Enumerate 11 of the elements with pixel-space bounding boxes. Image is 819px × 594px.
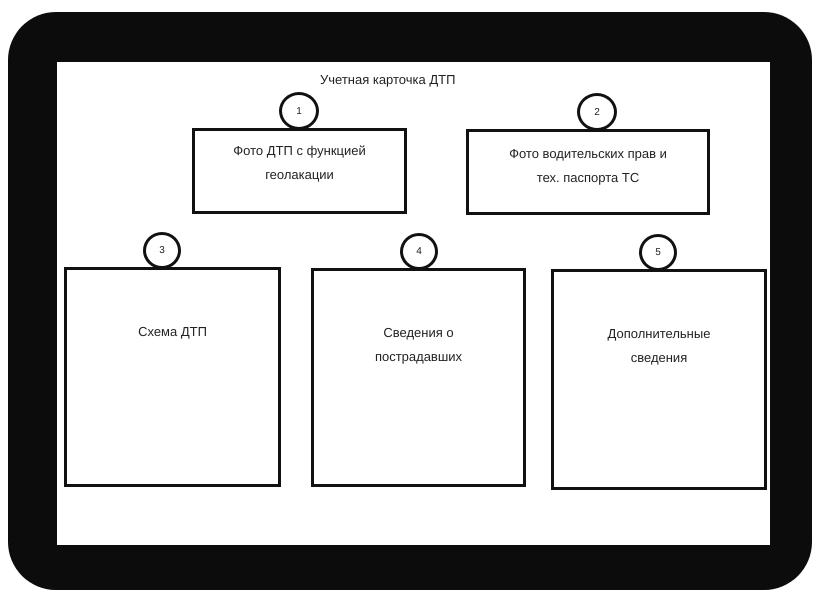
section-label: Сведения о пострадавших (374, 324, 464, 366)
section-label: Фото ДТП с функцией геолакации (232, 142, 367, 184)
section-label: Фото водительских прав и тех. паспорта ТС (508, 145, 668, 187)
section-label: Схема ДТП (137, 323, 208, 341)
section-box (311, 268, 526, 487)
card-title: Учетная карточка ДТП (320, 72, 456, 87)
section-box (64, 267, 281, 487)
section-box (192, 128, 407, 214)
section-box (551, 269, 767, 490)
section-box (466, 129, 710, 215)
section-label: Дополнительные сведения (606, 325, 712, 367)
